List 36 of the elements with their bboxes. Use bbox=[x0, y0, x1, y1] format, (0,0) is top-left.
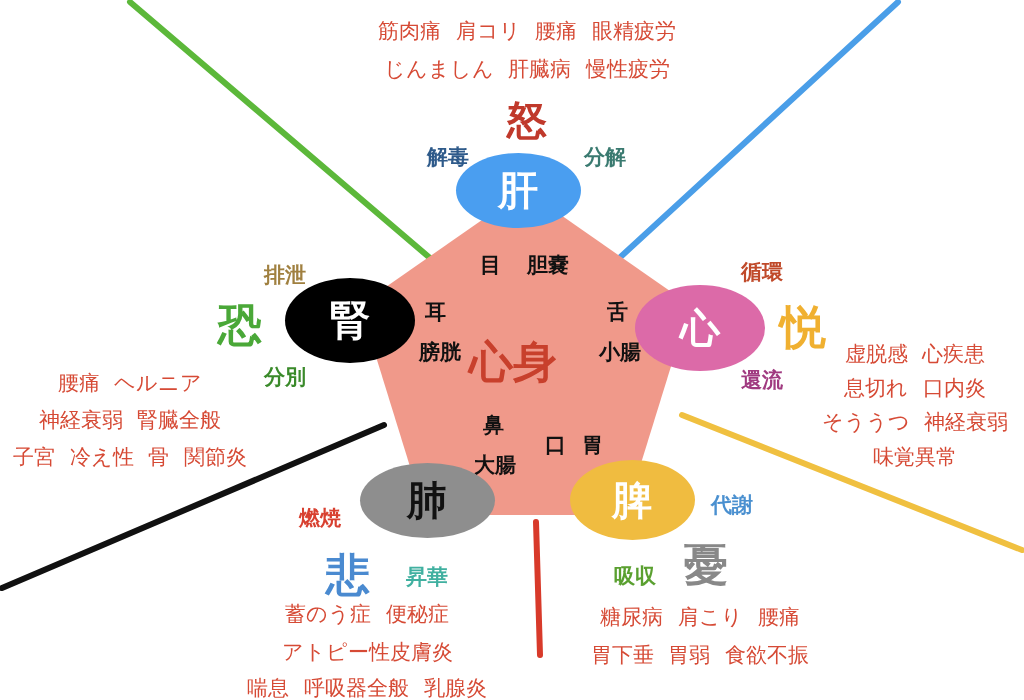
organ-label: 胆嚢 bbox=[527, 252, 569, 279]
emotion-label: 憂 bbox=[684, 537, 728, 592]
function-label: 昇華 bbox=[406, 564, 448, 591]
symptom-list: アトピー性皮膚炎 bbox=[281, 638, 453, 666]
emotion-label: 恐 bbox=[218, 297, 262, 352]
symptom-list: 喘息 呼吸器全般 乳腺炎 bbox=[247, 674, 487, 700]
symptom-list: 子宮 冷え性 骨 関節炎 bbox=[13, 443, 247, 471]
symptom-list: 胃下垂 胃弱 食欲不振 bbox=[590, 641, 810, 669]
emotion-label: 怒 bbox=[507, 95, 547, 145]
organ-label: 耳 bbox=[424, 299, 446, 326]
function-label: 吸収 bbox=[614, 563, 656, 590]
emotion-label: 悲 bbox=[326, 547, 370, 602]
symptom-list: そううつ 神経衰弱 bbox=[821, 408, 1009, 436]
function-label: 分別 bbox=[264, 364, 306, 391]
symptom-list: 味覚異常 bbox=[873, 443, 957, 471]
symptom-list: 神経衰弱 腎臓全般 bbox=[38, 406, 222, 434]
function-label: 燃焼 bbox=[299, 505, 341, 532]
symptom-list: 息切れ 口内炎 bbox=[844, 374, 986, 402]
symptom-list: 糖尿病 肩こり 腰痛 bbox=[600, 603, 800, 631]
symptom-list: 虚脱感 心疾患 bbox=[844, 340, 986, 368]
organ-label: 舌 bbox=[606, 299, 628, 326]
organ-label: 膀胱 bbox=[419, 339, 461, 366]
organ-label: 目 bbox=[479, 252, 501, 279]
organ-ellipse: 脾 bbox=[569, 460, 695, 540]
organ-label: 胃 bbox=[581, 432, 603, 459]
function-label: 分解 bbox=[584, 144, 626, 171]
symptom-list: 腰痛 ヘルニア bbox=[57, 369, 203, 397]
function-label: 循環 bbox=[741, 259, 783, 286]
organ-label: 鼻 bbox=[482, 412, 504, 439]
function-label: 代謝 bbox=[711, 492, 753, 519]
center-label: 心身 bbox=[469, 334, 557, 389]
symptom-list: じんましん 肝臓病 慢性疲労 bbox=[383, 55, 671, 83]
organ-label: 口 bbox=[544, 432, 566, 459]
symptom-list: 筋肉痛 肩コリ 腰痛 眼精疲労 bbox=[378, 17, 676, 45]
emotion-label: 悦 bbox=[780, 299, 826, 356]
symptom-list: 蓄のう症 便秘症 bbox=[285, 600, 449, 628]
